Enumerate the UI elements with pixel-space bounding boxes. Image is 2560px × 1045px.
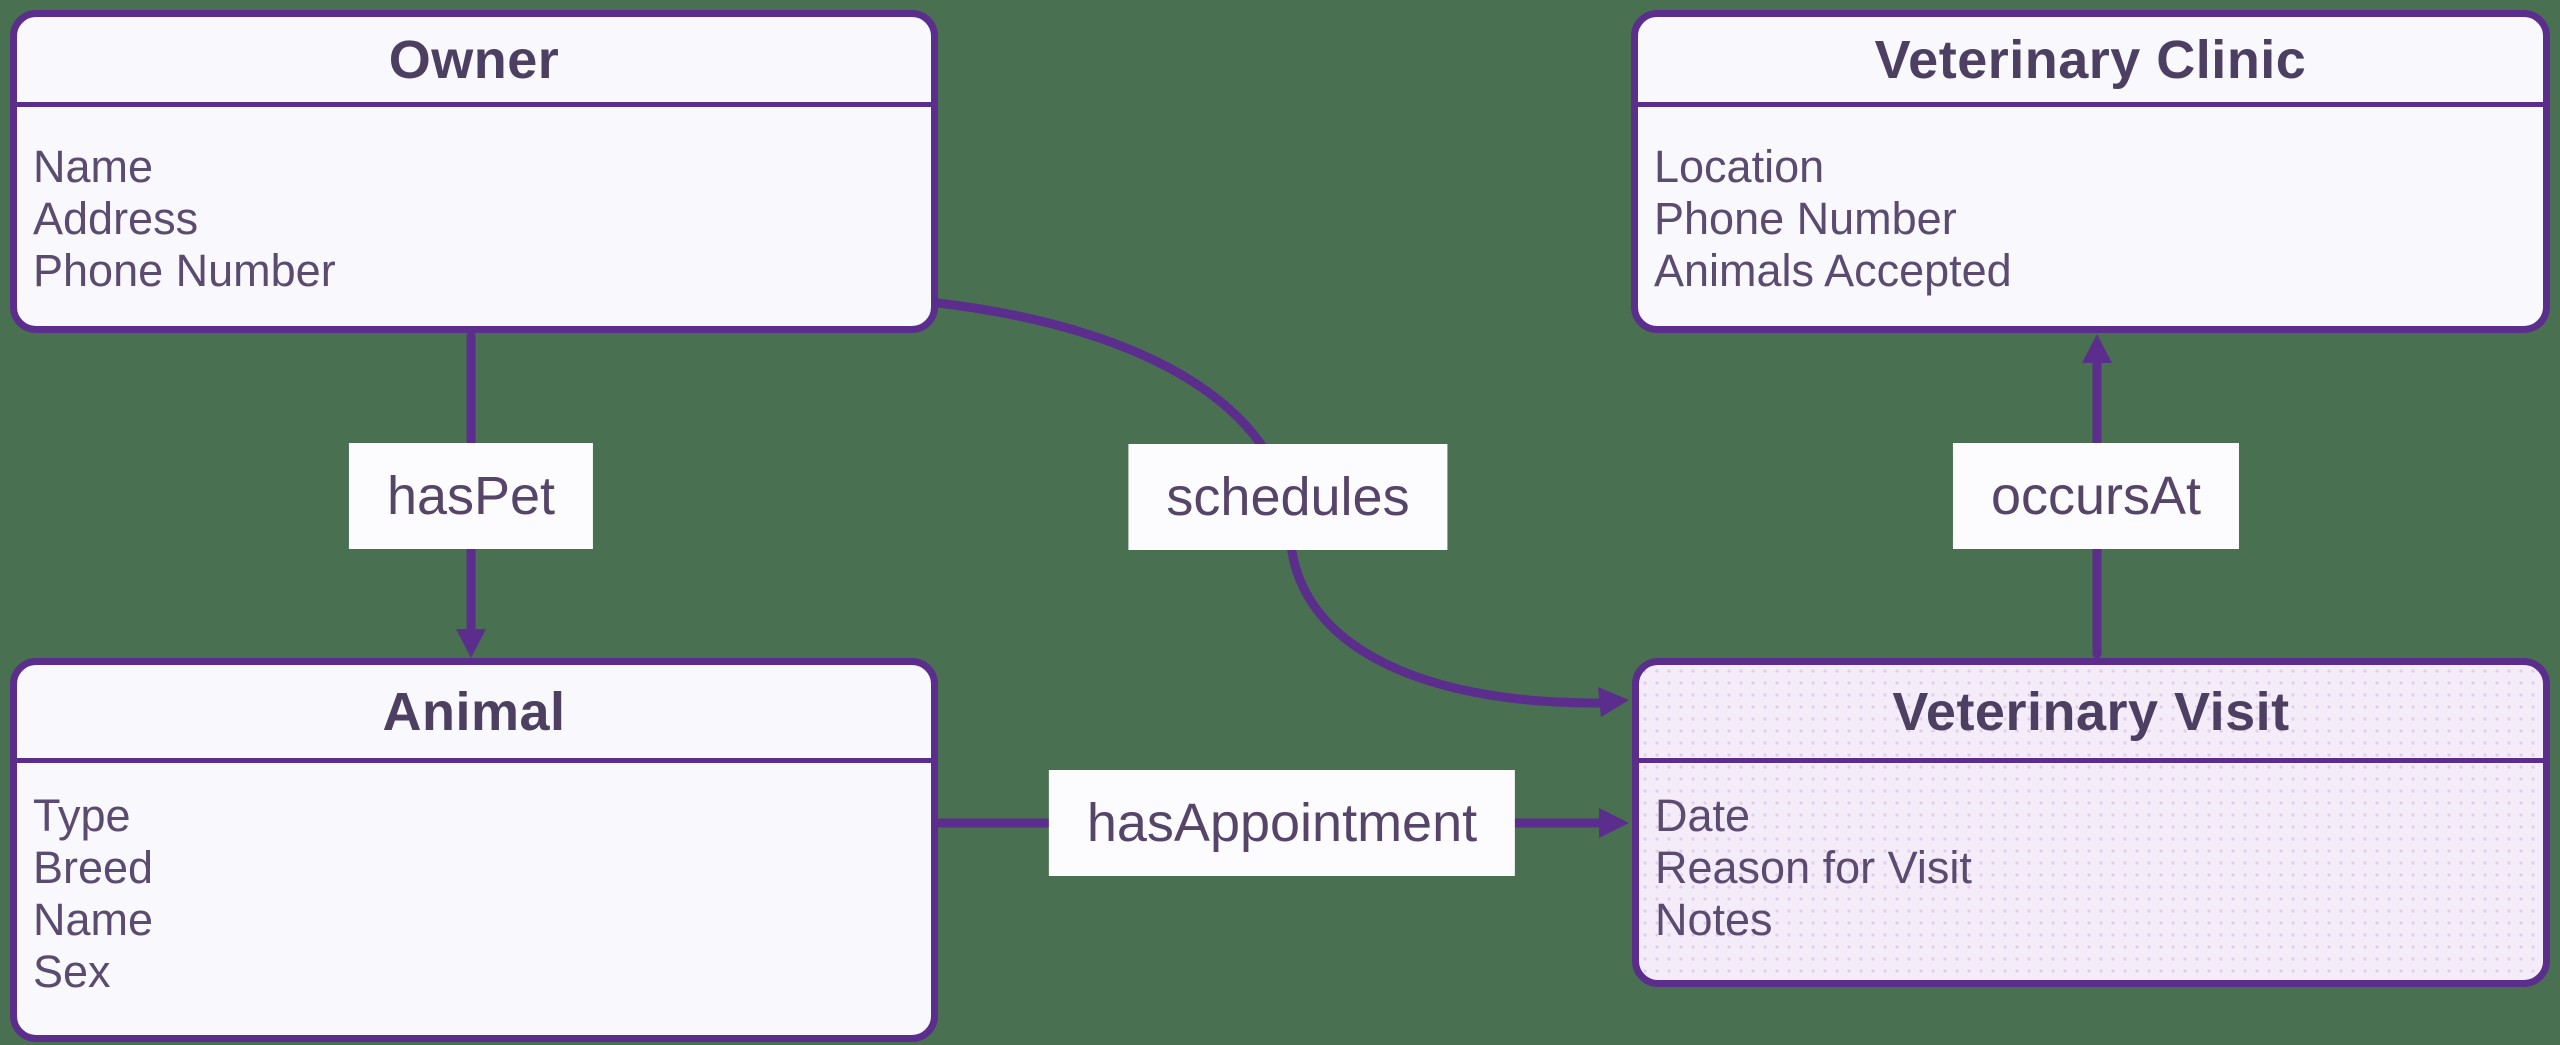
attribute: Sex	[33, 946, 111, 997]
entity-owner[interactable]: Owner Name Address Phone Number	[10, 10, 938, 333]
entity-animal-title: Animal	[382, 681, 566, 742]
relationship-label-text: occursAt	[1990, 466, 2202, 526]
entity-veterinary-visit-title: Veterinary Visit	[1892, 681, 2290, 742]
entity-animal-header: Animal	[17, 665, 931, 763]
entity-animal-attributes: Type Breed Name Sex	[17, 763, 931, 998]
entity-animal[interactable]: Animal Type Breed Name Sex	[10, 658, 938, 1042]
relationship-label-schedules[interactable]: schedules	[1128, 444, 1448, 550]
entity-owner-attributes: Name Address Phone Number	[17, 107, 931, 297]
attribute: Name	[33, 894, 154, 945]
attribute: Address	[33, 193, 199, 244]
relationship-label-text: schedules	[1166, 467, 1410, 527]
entity-veterinary-visit[interactable]: Veterinary Visit Date Reason for Visit N…	[1632, 658, 2550, 987]
entity-veterinary-clinic[interactable]: Veterinary Clinic Location Phone Number …	[1631, 10, 2550, 333]
attribute: Breed	[33, 842, 154, 893]
connector-arrowhead	[456, 629, 486, 658]
connector-arrowhead	[1598, 687, 1629, 717]
connector-arrowhead	[1599, 808, 1629, 838]
attribute: Location	[1654, 141, 1825, 192]
relationship-label-text: hasAppointment	[1086, 793, 1478, 853]
attribute: Notes	[1655, 894, 1773, 945]
attribute: Name	[33, 141, 154, 192]
attribute: Reason for Visit	[1655, 842, 1972, 893]
attribute: Type	[33, 790, 131, 841]
relationship-label-occursat[interactable]: occursAt	[1952, 443, 2240, 549]
connector-arrowhead	[2082, 334, 2112, 363]
entity-owner-header: Owner	[17, 17, 931, 107]
relationship-label-text: hasPet	[386, 466, 556, 526]
entity-veterinary-clinic-header: Veterinary Clinic	[1638, 17, 2543, 107]
relationship-label-haspet[interactable]: hasPet	[348, 443, 594, 549]
entity-veterinary-clinic-title: Veterinary Clinic	[1874, 29, 2307, 90]
entity-owner-title: Owner	[388, 29, 560, 90]
entity-veterinary-visit-attributes: Date Reason for Visit Notes	[1639, 763, 2543, 946]
entity-veterinary-visit-header: Veterinary Visit	[1639, 665, 2543, 763]
attribute: Phone Number	[1654, 193, 1957, 244]
attribute: Phone Number	[33, 245, 336, 296]
relationship-label-hasappointment[interactable]: hasAppointment	[1048, 770, 1516, 876]
entity-veterinary-clinic-attributes: Location Phone Number Animals Accepted	[1638, 107, 2543, 297]
attribute: Date	[1655, 790, 1751, 841]
attribute: Animals Accepted	[1654, 245, 2012, 296]
